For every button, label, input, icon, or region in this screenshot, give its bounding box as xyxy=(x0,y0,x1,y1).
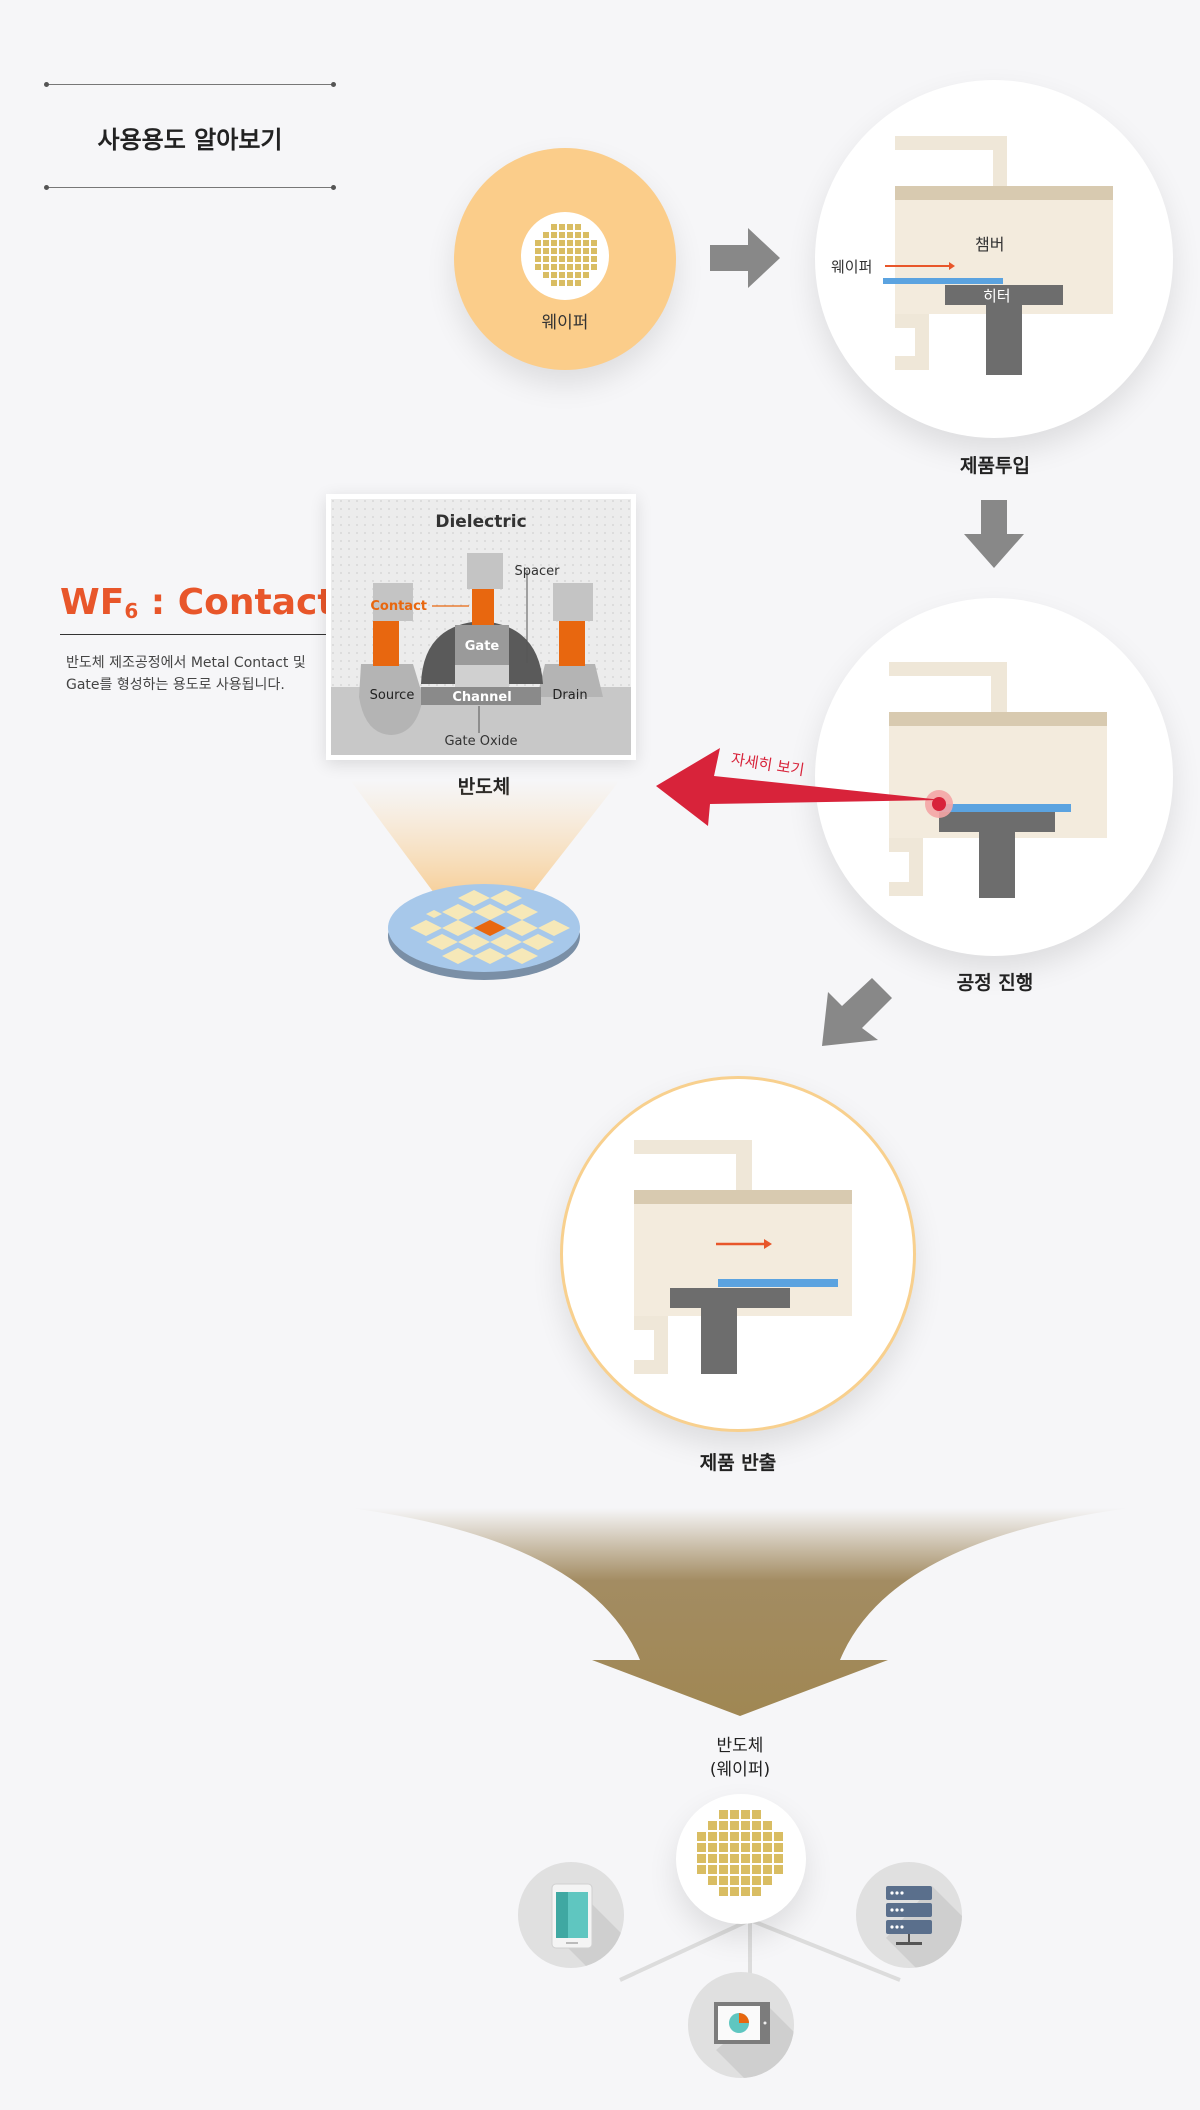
server-node xyxy=(856,1862,962,1968)
process-chamber-diagram xyxy=(889,662,1107,898)
contact-title-subscript: 6 xyxy=(124,599,139,623)
label-channel: Channel xyxy=(452,690,511,705)
contact-description-line2: Gate를 형성하는 용도로 사용됩니다. xyxy=(66,677,285,693)
step-input-caption: 제품투입 xyxy=(960,455,1030,477)
step-output-caption: 제품 반출 xyxy=(699,1452,777,1474)
chamber-diagram xyxy=(883,136,1113,375)
contact-description: 반도체 제조공정에서 Metal Contact 및 Gate를 형성하는 용도… xyxy=(66,652,346,696)
output-chamber-diagram xyxy=(634,1140,852,1374)
arrow-down-icon xyxy=(964,500,1024,568)
arrow-diagonal-icon xyxy=(822,978,892,1046)
output-circle xyxy=(560,1076,916,1432)
label-gate-oxide: Gate Oxide xyxy=(444,734,517,749)
wafer-chip-icon xyxy=(697,1810,783,1896)
step-process-caption: 공정 진행 xyxy=(956,972,1034,994)
contact-description-line1: 반도체 제조공정에서 Metal Contact 및 xyxy=(66,655,306,671)
zoom-beam xyxy=(350,780,620,936)
result-label: 반도체 (웨이퍼) xyxy=(640,1734,840,1782)
result-label-line2: (웨이퍼) xyxy=(709,1760,771,1780)
transistor-svg: Dielectric Spacer Contact Gate Source Ch… xyxy=(331,499,631,755)
funnel-graphic xyxy=(350,1508,1130,1716)
title-bottom-divider xyxy=(44,185,336,190)
smartphone-node xyxy=(518,1862,624,1968)
wafer-icon xyxy=(535,224,597,286)
contact-title: WF6 : Contact xyxy=(60,582,335,623)
label-contact: Contact xyxy=(370,599,427,614)
label-dielectric: Dielectric xyxy=(435,512,526,532)
chamber-input-circle: 챔버 웨이퍼 히터 xyxy=(815,80,1173,438)
section-title: 사용용도 알아보기 xyxy=(97,126,283,154)
smartphone-icon xyxy=(551,1883,624,1968)
label-gate: Gate xyxy=(465,639,500,654)
label-drain: Drain xyxy=(552,688,587,703)
chamber-label: 챔버 xyxy=(975,235,1005,254)
heater-label: 히터 xyxy=(983,287,1011,305)
arrow-right-icon xyxy=(710,228,780,288)
detail-arrow-icon[interactable] xyxy=(656,742,946,838)
wafer-circle: 웨이퍼 xyxy=(454,148,676,370)
center-wafer-node xyxy=(676,1794,806,1924)
label-source: Source xyxy=(370,688,415,703)
transistor-diagram: Dielectric Spacer Contact Gate Source Ch… xyxy=(326,494,636,760)
process-circle xyxy=(815,598,1173,956)
wafer-label: 웨이퍼 xyxy=(541,313,589,333)
contact-divider xyxy=(60,634,396,635)
contact-title-suffix: : Contact xyxy=(138,582,335,623)
monitor-node xyxy=(688,1972,794,2078)
zoom-wafer-icon xyxy=(388,884,580,980)
section-title-box: 사용용도 알아보기 xyxy=(44,82,336,190)
result-label-line1: 반도체 xyxy=(716,1736,764,1756)
wafer-disk xyxy=(521,212,609,300)
title-top-divider xyxy=(44,82,336,87)
label-spacer: Spacer xyxy=(515,564,561,579)
monitor-icon xyxy=(714,2002,794,2078)
chamber-wafer-label: 웨이퍼 xyxy=(831,258,873,276)
server-icon xyxy=(886,1886,962,1968)
contact-title-prefix: WF xyxy=(60,582,125,623)
